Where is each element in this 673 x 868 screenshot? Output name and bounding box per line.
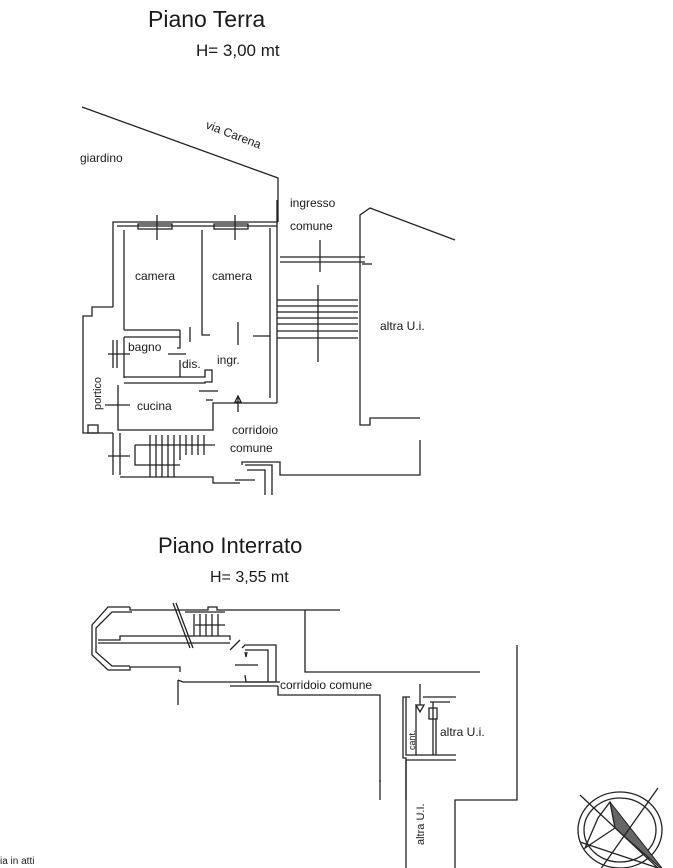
bathroom-label: bagno: [128, 340, 162, 354]
ground-floor-height: H= 3,00 mt: [196, 41, 280, 60]
street-label: via Carena: [204, 118, 263, 152]
basement-height: H= 3,55 mt: [210, 569, 289, 586]
basement-corridor-label: corridoio comune: [280, 678, 372, 692]
basement-other-unit-label: altra U.i.: [440, 725, 485, 739]
basement-walls: [91, 602, 518, 868]
basement-other-unit-label-2: altra U.I.: [415, 803, 427, 845]
ground-floor-title: Piano Terra: [148, 6, 265, 32]
closet-label: dis.: [182, 357, 201, 371]
other-unit-label: altra U.i.: [380, 319, 425, 333]
room-2-label: camera: [212, 269, 252, 283]
common-entrance-label-2: comune: [290, 219, 333, 233]
corridor-label-1: corridoio: [232, 423, 278, 437]
basement-title: Piano Interrato: [158, 533, 302, 558]
cellar-label: cant.: [407, 730, 417, 750]
corridor-label-2: comune: [230, 441, 273, 455]
kitchen-label: cucina: [137, 399, 172, 413]
common-entrance-label-1: ingresso: [290, 196, 336, 210]
porch-label: portico: [92, 377, 104, 410]
room-1-label: camera: [135, 269, 175, 283]
north-arrow-compass-icon: [577, 787, 663, 868]
footer-note: ia in atti: [0, 856, 34, 867]
ground-floor-walls: portico: [81, 106, 456, 495]
garden-label: giardino: [80, 151, 123, 165]
entrance-label: ingr.: [217, 353, 240, 367]
